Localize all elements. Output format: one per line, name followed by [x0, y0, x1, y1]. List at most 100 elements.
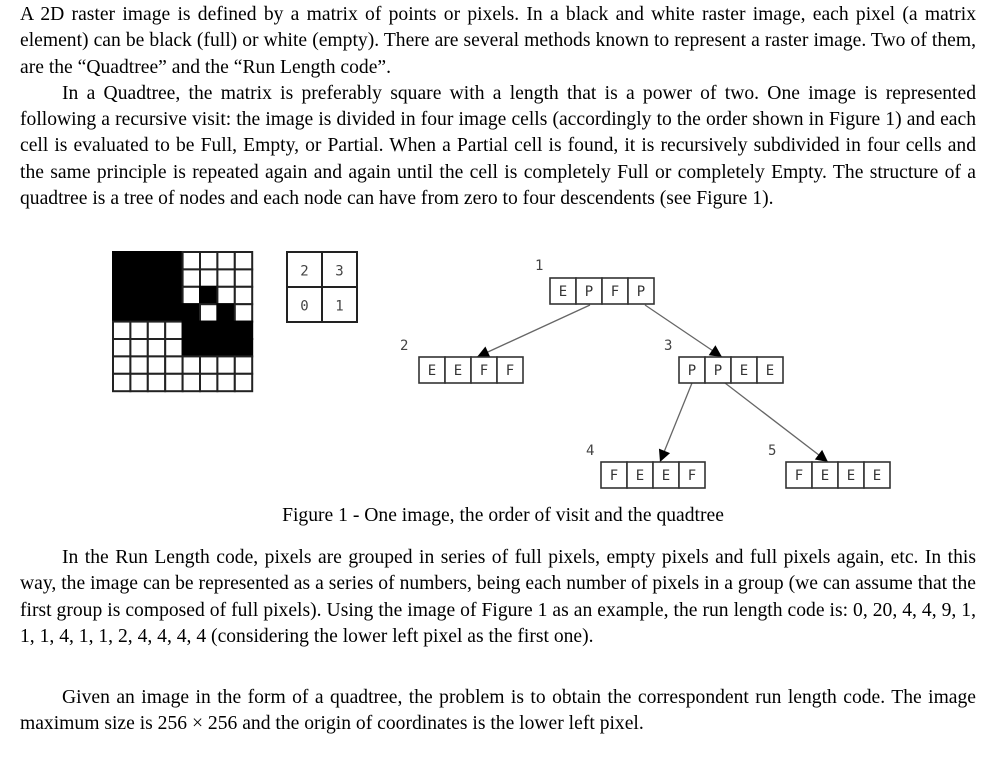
tree-cell: [863, 461, 891, 489]
tree-cell-value: P: [585, 284, 593, 300]
pixel-full: [129, 268, 149, 288]
tree-cell: [470, 356, 498, 384]
tree-cell: [704, 356, 732, 384]
tree-edge: [724, 382, 829, 463]
pixel-full: [129, 285, 149, 306]
tree-cell: [678, 356, 706, 384]
tree-cell-value: E: [873, 468, 881, 484]
tree-cell-value: F: [480, 363, 488, 379]
quadtree-text: In a Quadtree, the matrix is preferably …: [20, 82, 976, 210]
order-label: 3: [335, 264, 343, 280]
pixel-empty: [112, 320, 132, 340]
tree-cell: [549, 277, 577, 305]
pixel-empty: [112, 372, 132, 393]
tree-cell-value: E: [821, 468, 829, 484]
pixel-empty: [199, 303, 219, 323]
pixel-full: [216, 338, 236, 358]
tree-cell-value: E: [636, 468, 644, 484]
tree-edge: [659, 382, 693, 463]
pixel-empty: [146, 355, 167, 375]
pixel-full: [164, 251, 184, 271]
tree-cell: [496, 356, 524, 384]
tree-cell: [756, 356, 784, 384]
tree-node-label: 2: [400, 338, 408, 354]
pixel-empty: [216, 355, 236, 375]
pixel-full: [164, 268, 184, 288]
tree-cell: [444, 356, 472, 384]
tree-cell-value: P: [637, 284, 645, 300]
tree-cell-value: F: [506, 363, 514, 379]
tree-cell-value: F: [795, 468, 803, 484]
order-cell: [321, 286, 358, 323]
arrow-head-icon: [477, 346, 491, 358]
pixel-full: [146, 303, 167, 323]
tree-cell-value: F: [610, 468, 618, 484]
tree-cell-value: E: [740, 363, 748, 379]
pixel-full: [129, 303, 149, 323]
pixel-empty: [181, 285, 202, 306]
pixel-full: [216, 303, 236, 323]
tree-node-label: 1: [535, 258, 543, 274]
order-label: 1: [335, 299, 343, 315]
pixel-empty: [181, 355, 202, 375]
pixel-empty: [181, 251, 202, 271]
pixel-full: [146, 251, 167, 271]
pixel-empty: [233, 268, 254, 288]
pixel-empty: [181, 372, 202, 393]
pixel-empty: [216, 251, 236, 271]
pixel-empty: [233, 251, 254, 271]
pixel-empty: [233, 303, 254, 323]
pixel-empty: [129, 355, 149, 375]
tree-cell: [837, 461, 865, 489]
tree-node-label: 4: [586, 443, 594, 459]
pixel-empty: [164, 320, 184, 340]
tree-cell-value: P: [688, 363, 696, 379]
pixel-empty: [112, 355, 132, 375]
arrow-head-icon: [708, 345, 722, 357]
tree-cell: [627, 277, 655, 305]
pixel-full: [199, 285, 219, 306]
pixel-empty: [146, 372, 167, 393]
tree-cell-value: F: [688, 468, 696, 484]
order-label: 0: [300, 299, 308, 315]
pixel-full: [112, 285, 132, 306]
pixel-empty: [129, 372, 149, 393]
pixel-empty: [216, 285, 236, 306]
tree-cell-value: E: [766, 363, 774, 379]
tree-cell-value: E: [428, 363, 436, 379]
tree-cell-value: F: [611, 284, 619, 300]
pixel-full: [233, 338, 254, 358]
tree-cell-value: E: [847, 468, 855, 484]
pixel-empty: [146, 320, 167, 340]
pixel-empty: [216, 372, 236, 393]
tree-edge: [476, 304, 591, 358]
tree-cell-value: E: [662, 468, 670, 484]
tree-cell-value: E: [559, 284, 567, 300]
problem-text: Given an image in the form of a quadtree…: [20, 687, 976, 735]
tree-cell: [811, 461, 839, 489]
intro-text: A 2D raster image is defined by a matrix…: [20, 4, 976, 78]
pixel-full: [181, 303, 202, 323]
figure-caption: Figure 1 - One image, the order of visit…: [282, 505, 724, 526]
run-length-text: In the Run Length code, pixels are group…: [20, 547, 976, 647]
pixel-empty: [233, 285, 254, 306]
pixel-full: [112, 303, 132, 323]
pixel-empty: [129, 338, 149, 358]
pixel-empty: [129, 320, 149, 340]
pixel-empty: [199, 372, 219, 393]
pixel-full: [112, 251, 132, 271]
pixel-full: [216, 320, 236, 340]
pixel-full: [112, 268, 132, 288]
pixel-empty: [199, 268, 219, 288]
pixel-full: [199, 338, 219, 358]
tree-cell: [601, 277, 629, 305]
pixel-empty: [199, 251, 219, 271]
pixel-full: [199, 320, 219, 340]
pixel-full: [181, 338, 202, 358]
tree-cell: [652, 461, 680, 489]
tree-cell-value: E: [454, 363, 462, 379]
pixel-empty: [164, 338, 184, 358]
pixel-empty: [233, 372, 254, 393]
pixel-full: [233, 320, 254, 340]
pixel-empty: [112, 338, 132, 358]
